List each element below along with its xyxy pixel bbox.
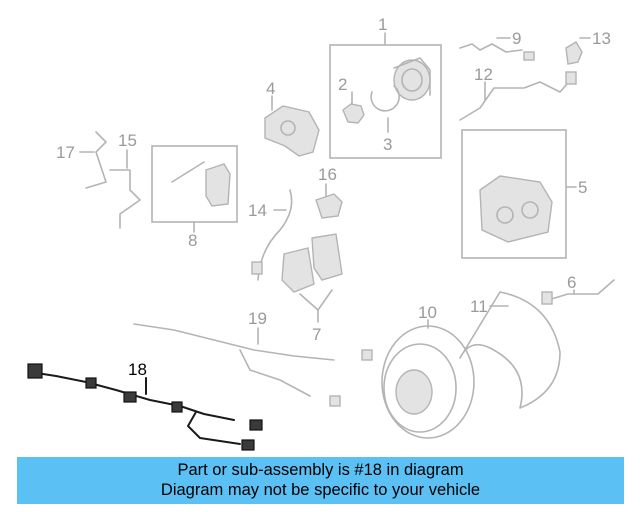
part-15-spring[interactable] [109, 149, 141, 229]
callout-5: 5 [578, 178, 587, 197]
callout-4: 4 [266, 79, 275, 98]
callout-14: 14 [248, 201, 267, 220]
callout-17: 17 [56, 143, 75, 162]
part-19-wiring-harness[interactable] [133, 323, 373, 407]
part-1-hub-bearing[interactable] [329, 32, 442, 159]
callout-8: 8 [188, 231, 197, 250]
banner-line-1: Part or sub-assembly is #18 in diagram [177, 461, 464, 479]
callout-9: 9 [512, 29, 521, 48]
part-7-brake-pads[interactable] [281, 233, 343, 323]
callout-16: 16 [318, 165, 337, 184]
part-5-caliper[interactable] [461, 129, 577, 259]
callout-11: 11 [470, 297, 488, 316]
info-banner: Part or sub-assembly is #18 in diagram D… [17, 457, 624, 504]
part-16-bleeder[interactable] [315, 183, 343, 219]
callout-1: 1 [378, 15, 387, 34]
callout-12: 12 [474, 65, 493, 84]
callout-13: 13 [592, 29, 611, 48]
part-10-rotor[interactable] [381, 319, 475, 439]
callout-2: 2 [338, 75, 347, 94]
banner-line-2: Diagram may not be specific to your vehi… [160, 481, 481, 499]
callout-7: 7 [312, 325, 321, 344]
part-9-sensor-wire[interactable] [459, 37, 535, 61]
part-2-bolt[interactable] [342, 91, 365, 124]
part-14-brake-hose[interactable] [251, 189, 293, 281]
callout-6: 6 [567, 273, 576, 292]
part-13-bracket[interactable] [565, 37, 591, 65]
callout-15: 15 [118, 131, 137, 150]
part-6-brake-line[interactable] [541, 279, 615, 305]
callout-18: 18 [128, 360, 147, 379]
part-11-dust-shield[interactable] [459, 291, 561, 409]
part-18-sensor-harness[interactable] [27, 363, 263, 451]
callout-10: 10 [418, 303, 437, 322]
part-12-brake-line[interactable] [459, 71, 577, 121]
part-8-pad-kit[interactable] [151, 145, 238, 233]
part-4-knuckle[interactable] [264, 95, 320, 157]
callout-19: 19 [248, 309, 267, 328]
callout-3: 3 [383, 135, 392, 154]
part-17-clip[interactable] [79, 131, 107, 189]
